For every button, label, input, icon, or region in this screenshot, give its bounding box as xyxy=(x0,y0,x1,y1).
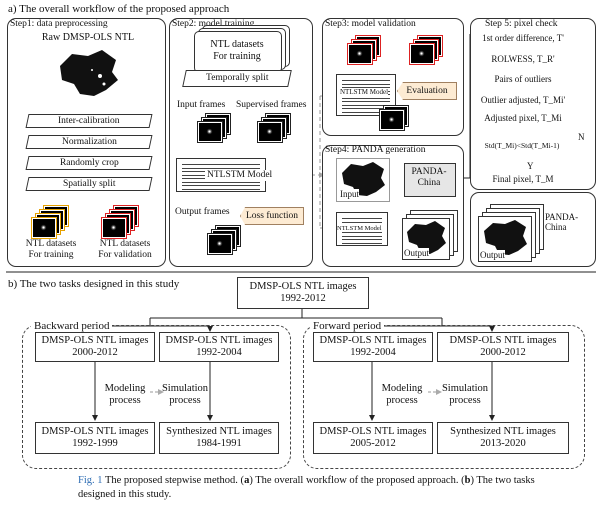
loss-function-tag: Loss function xyxy=(240,207,304,225)
step1-title: Step1: data preprocessing xyxy=(10,19,108,29)
step5-pairs-outliers: Pairs of outliers xyxy=(494,74,552,84)
step2-title: Step2: model training xyxy=(172,19,255,29)
datasets-stack xyxy=(194,31,282,73)
input-label: Input xyxy=(340,189,359,200)
backward-period-title: Backward period xyxy=(31,320,113,333)
china-map-image xyxy=(52,46,122,101)
step5-first-diff: 1st order difference, T' xyxy=(482,33,564,43)
step5-title: Step 5: pixel check xyxy=(485,19,558,29)
part-b-title: b) The two tasks designed in this study xyxy=(8,278,180,290)
ntlstm-model-label: NTLSTM Model xyxy=(337,225,382,233)
training-frame xyxy=(32,218,56,238)
step5-rolwess: ROLWESS, T_R' xyxy=(491,54,555,64)
raw-ntl-label: Raw DMSP-OLS NTL xyxy=(41,32,135,43)
output-label: Output xyxy=(480,250,506,261)
ntlstm-model-label: NTLSTM Model xyxy=(340,88,389,97)
caption-fig-label: Fig. 1 xyxy=(78,475,103,486)
step5-condition: Std(T_Mi)<Std(T_Mi-1) xyxy=(484,141,560,150)
validation-frame xyxy=(348,44,372,64)
op-randomly-crop: Randomly crop xyxy=(25,156,153,170)
step5-adjusted-pixel: Adjusted pixel, T_Mi xyxy=(484,113,562,123)
output-frame xyxy=(208,234,232,254)
step5-final-pixel: Final pixel, T_M xyxy=(492,174,554,184)
input-frames-label: Input frames xyxy=(177,100,226,110)
step3-title: Step3: model validation xyxy=(325,19,416,29)
supervised-frame xyxy=(258,122,282,142)
output-label: Output xyxy=(404,248,430,259)
predicted-frame xyxy=(380,110,404,130)
forward-period-title: Forward period xyxy=(310,320,385,333)
step5-outlier-adjusted: Outlier adjusted, T_Mi' xyxy=(480,95,566,105)
forward-period-panel xyxy=(303,325,585,469)
output-frames-label: Output frames xyxy=(175,207,230,217)
input-map xyxy=(336,158,390,202)
ntlstm-model-label: NTLSTM Model xyxy=(205,170,275,181)
part-a-title: a) The overall workflow of the proposed … xyxy=(8,3,230,15)
panda-china-box xyxy=(404,163,456,197)
temporally-split: Temporally split xyxy=(182,70,292,87)
backward-period-panel xyxy=(22,325,291,469)
panda-china-label: PANDA-China xyxy=(545,212,579,233)
op-normalization: Normalization xyxy=(25,135,153,149)
figure-caption: Fig. 1 The proposed stepwise method. (a)… xyxy=(78,475,535,500)
step4-title: Step4: PANDA generation xyxy=(325,145,426,155)
op-spatially-split: Spatially split xyxy=(25,177,153,191)
evaluation-tag: Evaluation xyxy=(397,82,457,100)
step5-no-label: N xyxy=(578,132,585,142)
validation-frame xyxy=(102,218,126,238)
op-inter-calibration: Inter-calibration xyxy=(25,114,153,128)
supervised-frames-label: Supervised frames xyxy=(236,100,307,110)
input-frame xyxy=(198,122,222,142)
step5-panel xyxy=(470,18,596,190)
step5-yes-label: Y xyxy=(527,161,534,171)
panda-china-label: PANDA-China xyxy=(411,167,447,188)
truth-frame xyxy=(410,44,434,64)
